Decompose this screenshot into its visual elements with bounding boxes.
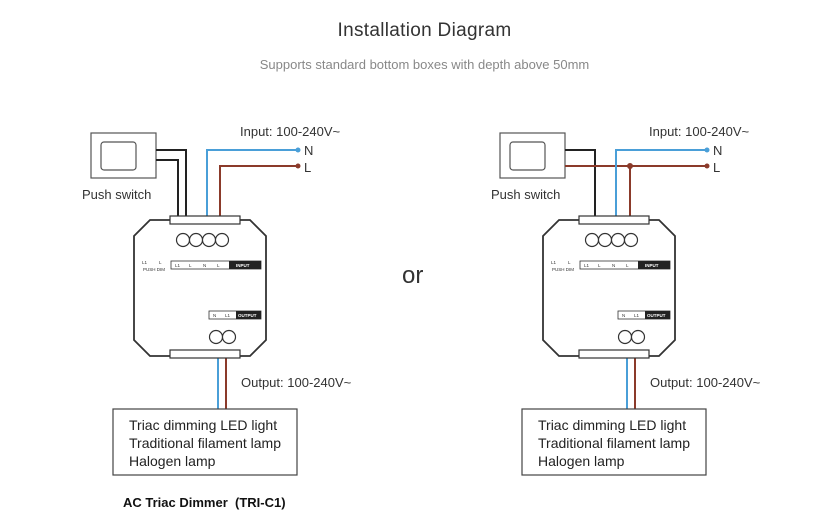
live-junction-dot xyxy=(627,163,633,169)
push-caption: PUSH DIM xyxy=(143,267,165,272)
neutral-terminal-dot xyxy=(704,147,710,153)
push-switch-right xyxy=(499,132,566,179)
input-terminal-l1: L1 xyxy=(175,263,181,268)
input-label: Input: 100-240V~ xyxy=(649,124,750,139)
product-caption: AC Triac Dimmer (TRI-C1) xyxy=(123,495,286,510)
input-tag: INPUT xyxy=(645,263,659,268)
live-label: L xyxy=(713,160,720,175)
or-separator: or xyxy=(402,262,423,289)
output-tag: OUTPUT xyxy=(238,313,257,318)
wires-left xyxy=(156,149,298,410)
load-box-right: Triac dimming LED light Traditional fila… xyxy=(521,408,707,476)
input-terminal-l-2: L xyxy=(626,263,629,268)
input-terminal-n: N xyxy=(612,263,615,268)
output-label: Output: 100-240V~ xyxy=(241,375,352,390)
load-box-left: Triac dimming LED light Traditional fila… xyxy=(112,408,298,476)
output-tag: OUTPUT xyxy=(647,313,666,318)
page-subtitle: Supports standard bottom boxes with dept… xyxy=(259,57,590,72)
neutral-label: N xyxy=(713,143,722,158)
input-terminal-l: L xyxy=(598,263,601,268)
load-filament: Traditional filament lamp xyxy=(129,435,281,451)
push-switch-label: Push switch xyxy=(491,187,560,202)
output-terminal-l1: L1 xyxy=(634,313,640,318)
live-terminal-dot xyxy=(704,163,710,169)
push-side-l1: L1 xyxy=(142,260,148,265)
dimmer-module-right: L1 L N L INPUT L1 L PUSH DIM N L1 OUTPUT xyxy=(542,215,676,359)
neutral-label: N xyxy=(304,143,313,158)
push-side-l: L xyxy=(568,260,571,265)
load-halogen: Halogen lamp xyxy=(538,453,625,469)
page-title: Installation Diagram xyxy=(337,20,512,41)
dimmer-module-left: L1 L N L INPUT L1 L PUSH DIM N L1 OUTPUT xyxy=(133,215,267,359)
diagram-left: Push switch Input: 100-240V~ N L xyxy=(82,124,352,476)
output-terminal-n: N xyxy=(213,313,216,318)
live-terminal-dot xyxy=(295,163,301,169)
diagram-right: Push switch Input: 100-240V~ N L xyxy=(491,124,761,476)
input-terminal-l1: L1 xyxy=(584,263,590,268)
neutral-terminal-dot xyxy=(295,147,301,153)
output-terminal-n: N xyxy=(622,313,625,318)
push-side-l: L xyxy=(159,260,162,265)
push-switch-label: Push switch xyxy=(82,187,151,202)
load-led: Triac dimming LED light xyxy=(129,417,277,433)
push-caption: PUSH DIM xyxy=(552,267,574,272)
live-label: L xyxy=(304,160,311,175)
output-label: Output: 100-240V~ xyxy=(650,375,761,390)
push-switch-left xyxy=(90,132,157,179)
output-terminal-l1: L1 xyxy=(225,313,231,318)
input-terminal-l-2: L xyxy=(217,263,220,268)
load-led: Triac dimming LED light xyxy=(538,417,686,433)
load-filament: Traditional filament lamp xyxy=(538,435,690,451)
input-terminal-l: L xyxy=(189,263,192,268)
input-label: Input: 100-240V~ xyxy=(240,124,341,139)
input-tag: INPUT xyxy=(236,263,250,268)
load-halogen: Halogen lamp xyxy=(129,453,216,469)
push-side-l1: L1 xyxy=(551,260,557,265)
input-terminal-n: N xyxy=(203,263,206,268)
